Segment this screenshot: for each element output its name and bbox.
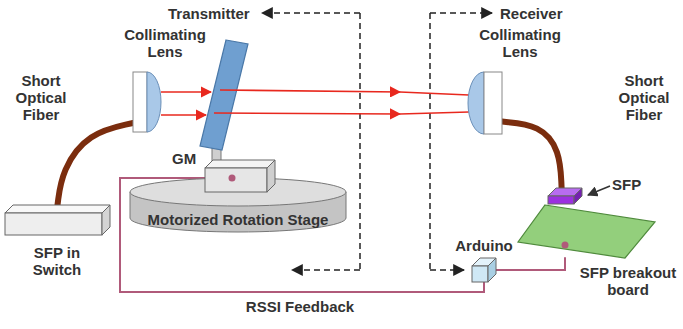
collimating-lens: Collimating Lens (133, 72, 161, 132)
component-label: SFP (612, 176, 652, 193)
arduino-board: Arduino (472, 258, 496, 282)
component-label: SFP in Switch (27, 244, 87, 278)
arduino-board-shape (472, 258, 496, 282)
collimating-lens-shape (468, 72, 502, 134)
component-label: Collimating Lens (470, 26, 570, 60)
component-label: GM (172, 150, 202, 167)
optical-fiber (502, 122, 562, 188)
signal-wire (496, 258, 565, 270)
galvo-mirror (200, 40, 248, 150)
component-label: SFP breakout board (576, 264, 680, 298)
optical-fiber (58, 123, 134, 205)
galvo-mount-shape (205, 160, 275, 192)
sfp-module-shape (548, 188, 582, 204)
sfp-module: SFP (548, 188, 582, 204)
feedback-wire (120, 178, 484, 292)
component-label: Motorized Rotation Stage (130, 211, 346, 228)
breakout-board: SFP breakout board (510, 205, 655, 258)
part-label: Receiver (500, 5, 590, 22)
receiver-bracket (430, 13, 492, 270)
leader-arrow (588, 186, 610, 195)
part-label: Short Optical Fiber (5, 72, 77, 123)
part-label: Transmitter (168, 5, 258, 22)
component-label: Collimating Lens (115, 26, 215, 60)
wire-label: RSSI Feedback (240, 298, 360, 315)
switch-box: SFP in Switch (5, 205, 110, 235)
part-label: Short Optical Fiber (608, 72, 680, 123)
component-label: Arduino (448, 237, 520, 254)
galvo-mount: GM (205, 160, 275, 192)
collimating-lens-shape (133, 72, 161, 132)
breakout-board-shape (510, 205, 655, 258)
collimating-lens: Collimating Lens (468, 72, 502, 134)
switch-box-shape (5, 205, 110, 235)
laser-beam (161, 90, 469, 115)
